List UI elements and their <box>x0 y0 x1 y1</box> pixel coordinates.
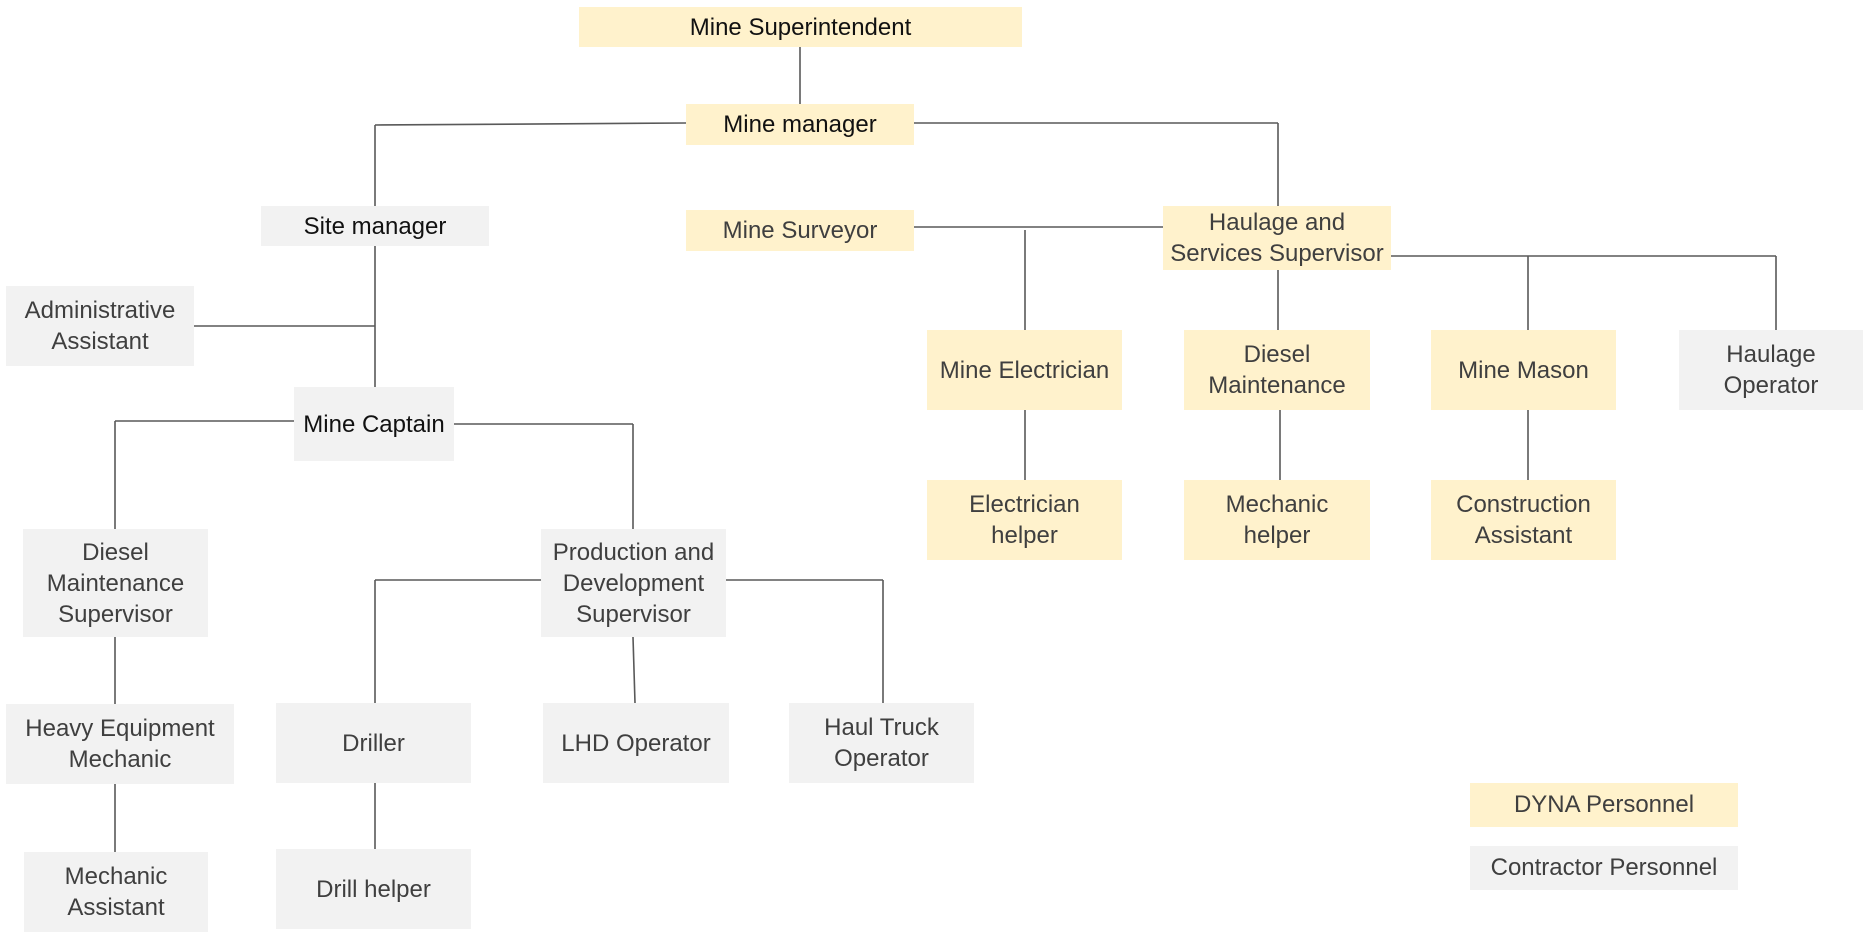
node-mechanic-helper: Mechanic helper <box>1184 480 1370 560</box>
node-haulage-operator: Haulage Operator <box>1679 330 1863 410</box>
node-diesel-maintenance-supervisor: Diesel Maintenance Supervisor <box>23 529 208 637</box>
node-construction-assistant: Construction Assistant <box>1431 480 1616 560</box>
node-driller: Driller <box>276 703 471 783</box>
node-mine-superintendent: Mine Superintendent <box>579 7 1022 47</box>
connector-prod-dev-supervisor-to-lhd-operator <box>632 636 636 704</box>
node-site-manager: Site manager <box>261 206 489 246</box>
node-mine-electrician: Mine Electrician <box>927 330 1122 410</box>
node-production-development-supervisor: Production and Development Supervisor <box>541 529 726 637</box>
node-lhd-operator: LHD Operator <box>543 703 729 783</box>
node-mine-manager: Mine manager <box>686 104 914 145</box>
node-heavy-equipment-mechanic: Heavy Equipment Mechanic <box>6 704 234 784</box>
connector-mine-manager-to-site-manager <box>374 122 687 126</box>
node-administrative-assistant: Administrative Assistant <box>6 286 194 366</box>
node-mine-captain: Mine Captain <box>294 387 454 461</box>
legend-dyna-personnel: DYNA Personnel <box>1470 783 1738 827</box>
node-electrician-helper: Electrician helper <box>927 480 1122 560</box>
node-mine-surveyor: Mine Surveyor <box>686 210 914 251</box>
node-haul-truck-operator: Haul Truck Operator <box>789 703 974 783</box>
node-mechanic-assistant: Mechanic Assistant <box>24 852 208 932</box>
legend-contractor-personnel: Contractor Personnel <box>1470 846 1738 890</box>
node-diesel-maintenance: Diesel Maintenance <box>1184 330 1370 410</box>
node-mine-mason: Mine Mason <box>1431 330 1616 410</box>
node-drill-helper: Drill helper <box>276 849 471 929</box>
node-haulage-services-supervisor: Haulage and Services Supervisor <box>1163 206 1391 270</box>
